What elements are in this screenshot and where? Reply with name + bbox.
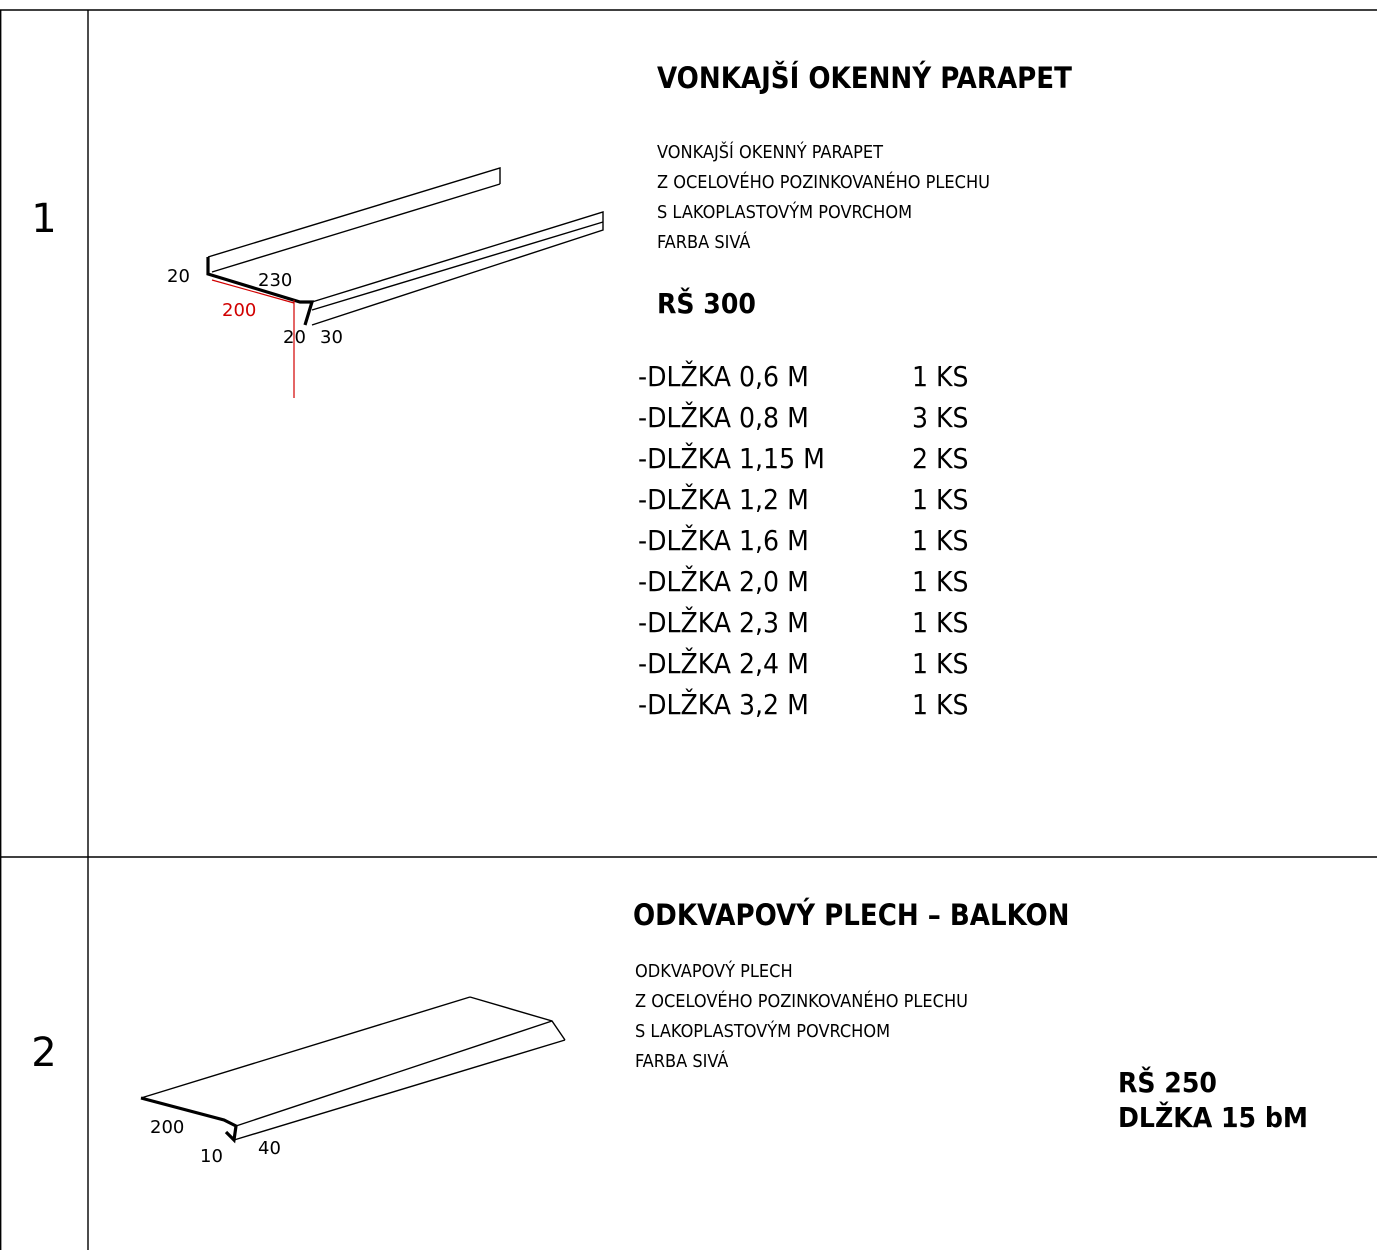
dim-10: 10 (200, 1146, 223, 1167)
row-1-description: VONKAJŠÍ OKENNÝ PARAPET Z OCELOVÉHO POZI… (657, 141, 990, 253)
description-line: VONKAJŠÍ OKENNÝ PARAPET (657, 141, 883, 163)
drip-edge-back-edge (140, 996, 471, 1099)
parapet-drawing: 20 230 200 20 30 (167, 167, 604, 398)
row-2-length: DLŽKA 15 bM (1118, 1100, 1308, 1134)
description-line: S LAKOPLASTOVÝM POVRCHOM (657, 201, 912, 223)
parapet-front-inner-edge (311, 221, 604, 311)
drip-edge-right-end (469, 996, 566, 1041)
item-length: -DLŽKA 0,8 M (638, 400, 809, 434)
description-line: S LAKOPLASTOVÝM POVRCHOM (635, 1020, 890, 1042)
row-2: 2 200 10 40 ODKVAPOVÝ PLECH – BALKON ODK… (31, 898, 1308, 1167)
row-1-rs: RŠ 300 (657, 286, 756, 320)
item-qty: 1 KS (912, 606, 969, 639)
item-qty: 1 KS (912, 647, 969, 680)
item-qty: 1 KS (912, 483, 969, 516)
item-length: -DLŽKA 2,0 M (638, 564, 809, 598)
item-qty: 1 KS (912, 565, 969, 598)
parapet-back-edge (207, 167, 501, 258)
length-list-item: -DLŽKA 2,0 M 1 KS (638, 564, 969, 598)
drip-edge-fold-line (235, 1020, 553, 1127)
item-qty: 2 KS (912, 442, 969, 475)
item-qty: 3 KS (912, 401, 969, 434)
description-line: Z OCELOVÉHO POZINKOVANÉHO PLECHU (635, 990, 968, 1012)
description-line: FARBA SIVÁ (657, 231, 750, 253)
item-length: -DLŽKA 2,4 M (638, 646, 809, 680)
item-length: -DLŽKA 1,6 M (638, 523, 809, 557)
parapet-profile-section (206, 257, 315, 326)
length-list-item: -DLŽKA 0,8 M 3 KS (638, 400, 969, 434)
parapet-front-face (311, 211, 604, 326)
description-line: Z OCELOVÉHO POZINKOVANÉHO PLECHU (657, 171, 990, 193)
dim-20-left: 20 (167, 266, 190, 287)
item-qty: 1 KS (912, 524, 969, 557)
item-length: -DLŽKA 0,6 M (638, 359, 809, 393)
parapet-red-dimension-line (211, 279, 295, 304)
dim-40: 40 (258, 1138, 281, 1159)
dim-30: 30 (320, 327, 343, 348)
length-list-item: -DLŽKA 1,2 M 1 KS (638, 482, 969, 516)
item-qty: 1 KS (912, 688, 969, 721)
length-list-item: -DLŽKA 1,15 M 2 KS (638, 441, 969, 475)
sheet-frame (0, 9, 1377, 1250)
dim-200-red: 200 (222, 300, 256, 321)
drip-edge-drawing: 200 10 40 (140, 996, 566, 1167)
item-length: -DLŽKA 1,15 M (638, 441, 825, 475)
row-1: 1 20 230 200 20 30 VONKAJŠÍ OKENNÝ PARAP… (31, 61, 1072, 721)
row-1-number: 1 (31, 196, 56, 242)
row-2-description: ODKVAPOVÝ PLECH Z OCELOVÉHO POZINKOVANÉH… (635, 960, 968, 1072)
length-list-item: -DLŽKA 2,3 M 1 KS (638, 605, 969, 639)
row-2-title: ODKVAPOVÝ PLECH – BALKON (633, 898, 1070, 932)
dim-230: 230 (258, 270, 292, 291)
item-qty: 1 KS (912, 360, 969, 393)
length-list-item: -DLŽKA 0,6 M 1 KS (638, 359, 969, 393)
item-length: -DLŽKA 2,3 M (638, 605, 809, 639)
length-list-item: -DLŽKA 3,2 M 1 KS (638, 687, 969, 721)
length-list-item: -DLŽKA 1,6 M 1 KS (638, 523, 969, 557)
dim-200: 200 (150, 1117, 184, 1138)
item-length: -DLŽKA 3,2 M (638, 687, 809, 721)
length-list-item: -DLŽKA 2,4 M 1 KS (638, 646, 969, 680)
parapet-back-fold (211, 183, 501, 273)
dim-20-bottom: 20 (283, 327, 306, 348)
item-length: -DLŽKA 1,2 M (638, 482, 809, 516)
length-list: -DLŽKA 0,6 M 1 KS -DLŽKA 0,8 M 3 KS -DLŽ… (638, 359, 969, 721)
drip-edge-front-edge (233, 1039, 566, 1141)
row-1-title: VONKAJŠÍ OKENNÝ PARAPET (657, 61, 1072, 95)
row-2-number: 2 (31, 1030, 56, 1076)
drip-edge-profile-section (140, 1096, 238, 1144)
description-line: FARBA SIVÁ (635, 1050, 728, 1072)
description-line: ODKVAPOVÝ PLECH (635, 960, 793, 982)
row-2-rs: RŠ 250 (1118, 1065, 1217, 1099)
